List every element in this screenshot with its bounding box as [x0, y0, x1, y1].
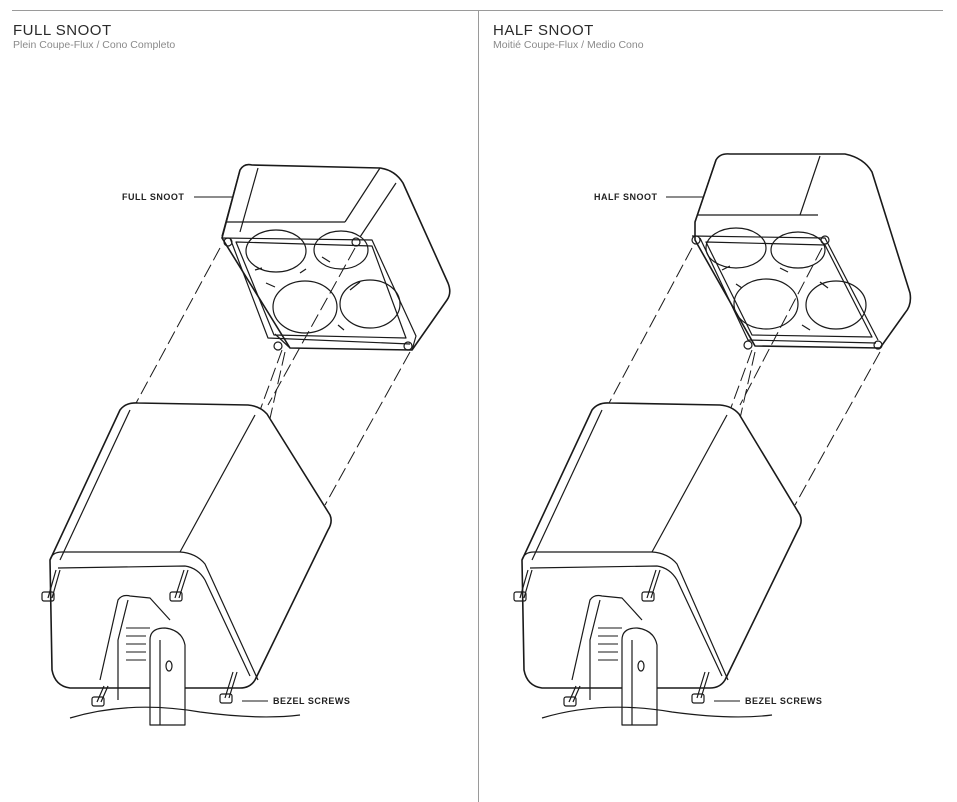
- fixture-body: [521, 402, 802, 689]
- mount-knuckle: [69, 594, 301, 726]
- fixture-body: [49, 402, 332, 689]
- bezel-screws: [41, 569, 238, 707]
- panel-title: HALF SNOOT: [493, 22, 594, 39]
- full-snoot-exploded-diagram: [41, 163, 451, 726]
- snoot-part: [691, 153, 912, 350]
- screws-callout-label: BEZEL SCREWS: [273, 696, 351, 706]
- snoot-callout-label: HALF SNOOT: [594, 192, 658, 202]
- bezel-screws: [513, 569, 710, 707]
- header-rule: [12, 10, 943, 11]
- full-snoot-panel: FULL SNOOT Plein Coupe-Flux / Cono Compl…: [0, 0, 470, 802]
- panel-divider: [478, 10, 479, 802]
- panel-subtitle: Plein Coupe-Flux / Cono Completo: [13, 39, 176, 51]
- half-snoot-exploded-diagram: [513, 153, 912, 726]
- snoot-part: [221, 163, 451, 351]
- half-snoot-panel: HALF SNOOT Moitié Coupe-Flux / Medio Con…: [480, 0, 950, 802]
- snoot-callout-label: FULL SNOOT: [122, 192, 185, 202]
- panel-title: FULL SNOOT: [13, 22, 112, 39]
- mount-knuckle: [541, 594, 773, 726]
- screws-callout-label: BEZEL SCREWS: [745, 696, 823, 706]
- panel-subtitle: Moitié Coupe-Flux / Medio Cono: [493, 39, 644, 51]
